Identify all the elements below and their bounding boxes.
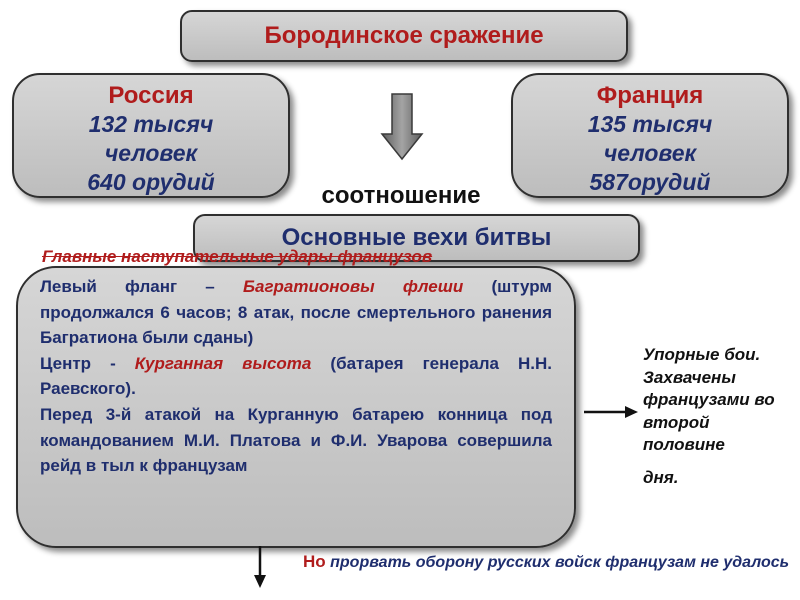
left-flank-place: Багратионовы флеши (242, 277, 464, 296)
left-flank-prefix: Левый фланг – (40, 277, 243, 296)
left-flank-detail: (штурм продолжался 6 часов; 8 атак, посл… (40, 277, 553, 348)
raid-text: Перед 3-й атакой на Курганную батарею ко… (40, 404, 552, 476)
russia-box: Россия 132 тысяч человек 640 орудий (12, 73, 290, 198)
ratio-label: соотношение (321, 182, 481, 209)
milestones-title: Основные вехи битвы (281, 224, 552, 251)
title-banner: Бородинское сражение (180, 10, 628, 62)
title-text: Бородинское сражение (264, 22, 544, 49)
milestones-banner: Основные вехи битвы (193, 214, 640, 262)
france-line: 587орудий (589, 169, 711, 195)
down-small-arrow-icon (254, 546, 266, 588)
center-prefix: Центр - (40, 353, 135, 373)
right-arrow-icon (584, 406, 638, 418)
right-note: Упорные бои. Захвачены французами во вто… (643, 344, 793, 489)
russia-name: Россия (108, 82, 194, 109)
down-arrow-icon (380, 93, 424, 161)
right-note-text: Упорные бои. Захвачены французами во вто… (643, 345, 775, 454)
bottom-note-but: Но (303, 552, 326, 571)
attacks-heading: Главные наступательные удары французов (42, 247, 433, 266)
france-name: Франция (596, 82, 704, 109)
battle-details-box: Левый фланг – Багратионовы флеши (штурм … (16, 266, 576, 548)
france-box: Франция 135 тысяч человек 587орудий (511, 73, 789, 198)
france-line: 135 тысяч (587, 111, 713, 137)
center-place: Курганная высота (134, 353, 312, 373)
russia-line: человек (104, 140, 198, 166)
france-line: человек (603, 140, 697, 166)
battle-details-text: Левый фланг – Багратионовы флеши (штурм … (40, 274, 552, 479)
russia-line: 132 тысяч (88, 111, 214, 137)
bottom-note: Но прорвать оборону русских войск францу… (303, 552, 795, 573)
bottom-note-text: прорвать оборону русских войск французам… (325, 554, 790, 571)
center-detail: (батарея генерала Н.Н. Раевского). (40, 353, 552, 399)
russia-line: 640 орудий (87, 169, 215, 195)
right-note-last: дня. (643, 467, 679, 487)
